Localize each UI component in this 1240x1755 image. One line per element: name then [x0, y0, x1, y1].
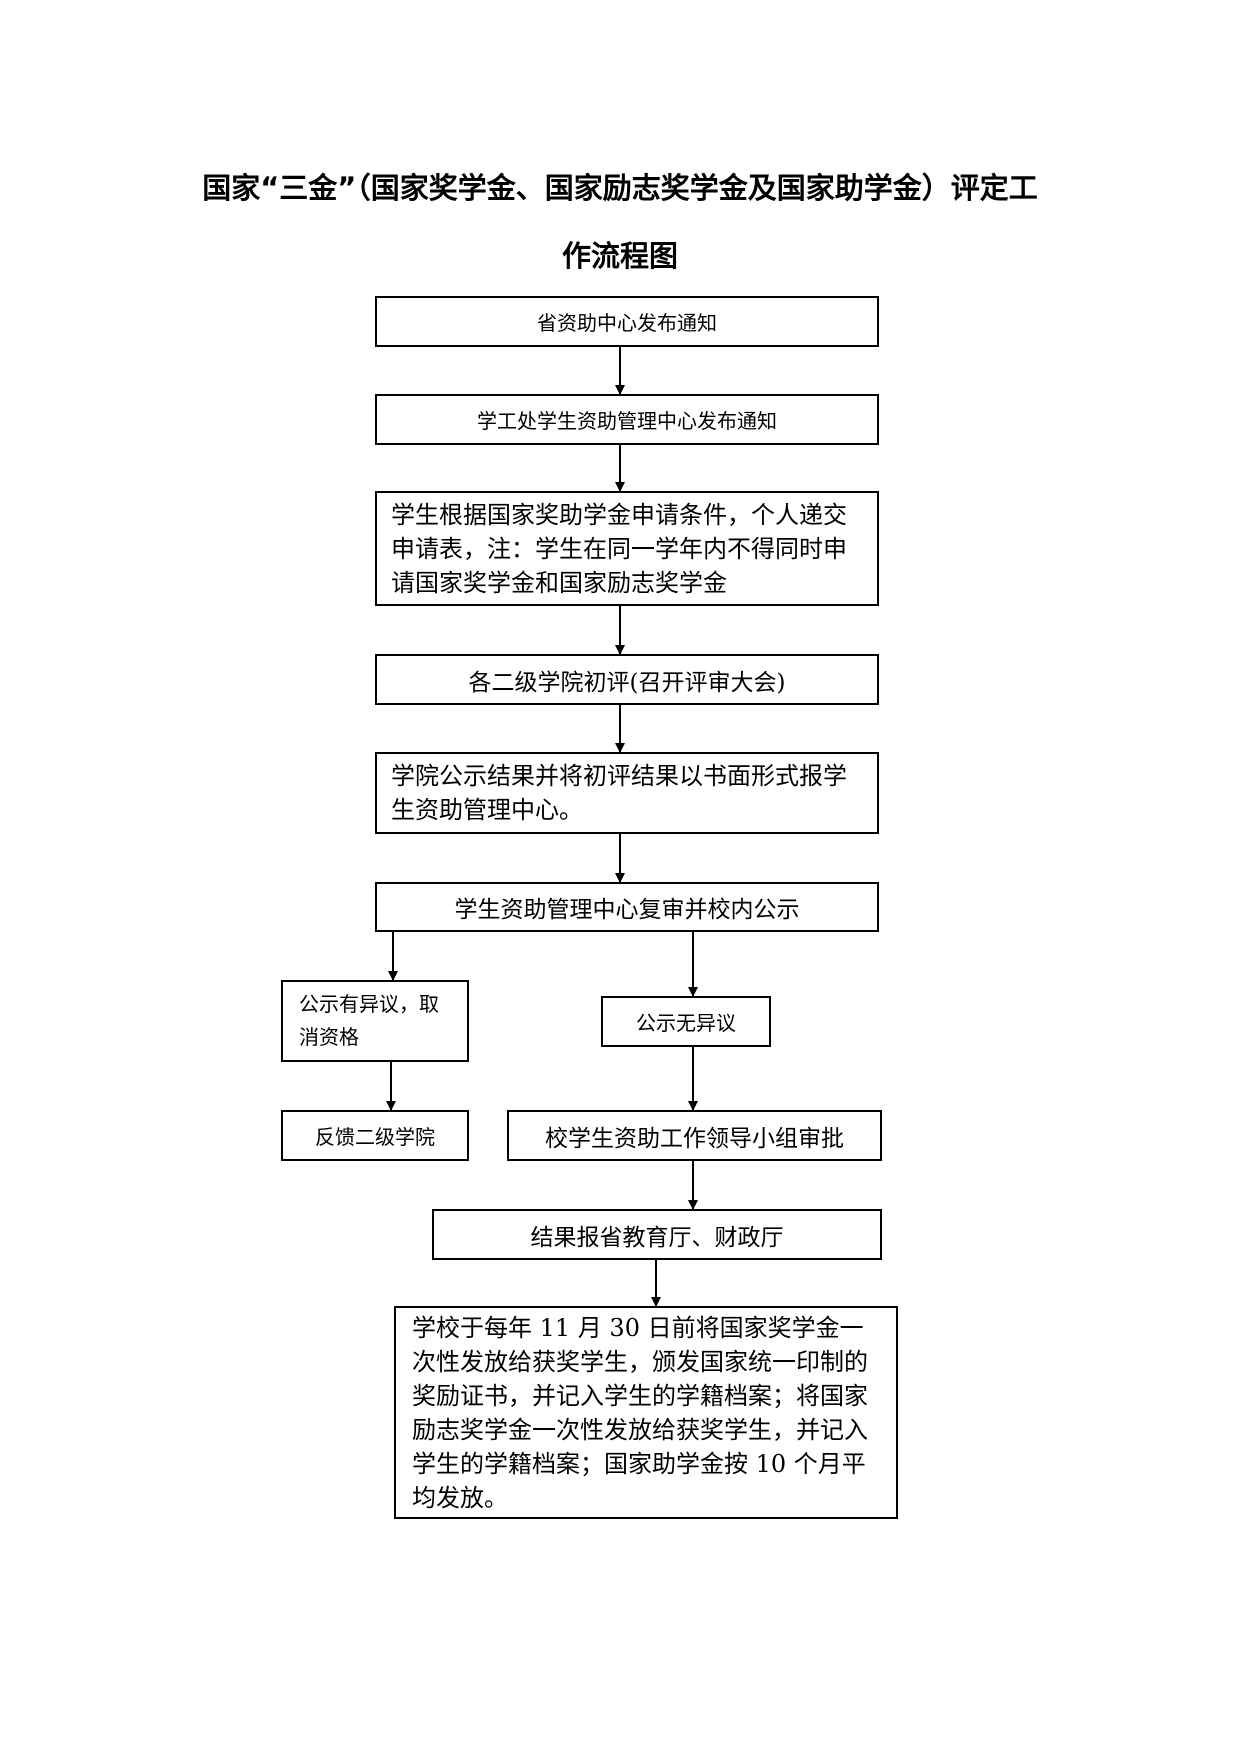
- flow-node-objection-cancel: 公示有异议，取消资格: [281, 980, 469, 1062]
- flow-node-college-publicity: 学院公示结果并将初评结果以书面形式报学生资助管理中心。: [375, 752, 879, 834]
- flow-node-leadership-approval: 校学生资助工作领导小组审批: [507, 1110, 882, 1161]
- flow-node-college-initial-review: 各二级学院初评(召开评审大会): [375, 654, 879, 705]
- flow-node-student-application: 学生根据国家奖助学金申请条件，个人递交申请表，注：学生在同一学年内不得同时申请国…: [375, 491, 879, 606]
- diagram-title-line-2: 作流程图: [561, 239, 678, 273]
- flow-node-center-review: 学生资助管理中心复审并校内公示: [375, 882, 879, 932]
- flow-node-provincial-notice: 省资助中心发布通知: [375, 296, 879, 347]
- flow-node-report-province: 结果报省教育厅、财政厅: [432, 1209, 882, 1260]
- flow-node-no-objection: 公示无异议: [601, 996, 771, 1047]
- diagram-title-line-1: 国家“三金”（国家奖学金、国家励志奖学金及国家助学金）评定工: [202, 171, 1038, 205]
- flow-node-feedback-college: 反馈二级学院: [281, 1110, 469, 1161]
- flow-node-student-affairs-notice: 学工处学生资助管理中心发布通知: [375, 394, 879, 445]
- flow-node-disbursement: 学校于每年 11 月 30 日前将国家奖学金一次性发放给获奖学生，颁发国家统一印…: [394, 1306, 898, 1519]
